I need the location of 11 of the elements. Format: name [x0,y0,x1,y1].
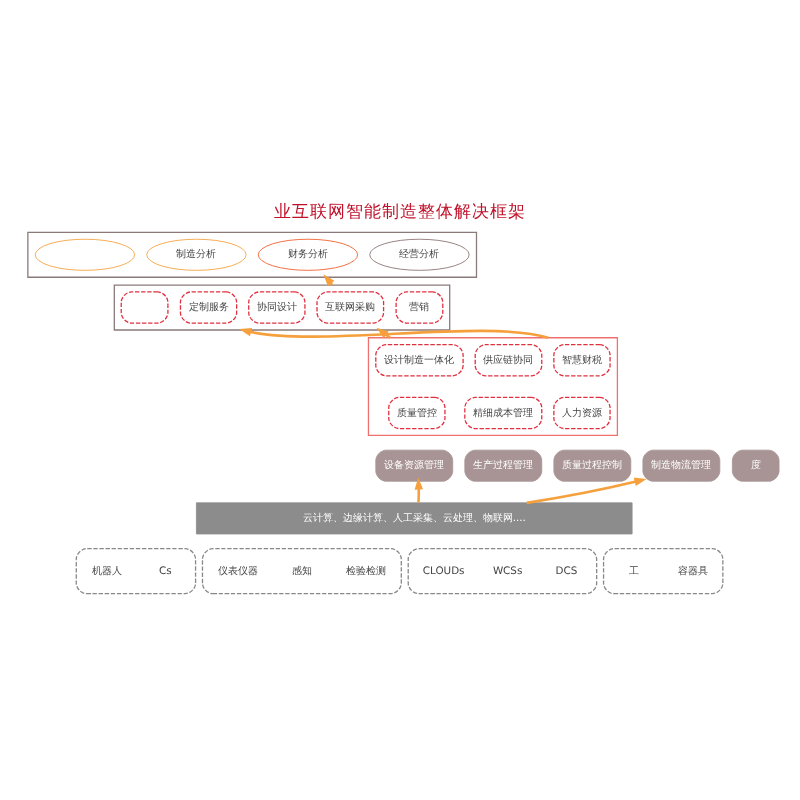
cluster [407,548,598,595]
cluster [75,548,197,595]
diagram-title: 业互联网智能制造整体解决框架 [274,202,526,223]
node-box [120,291,169,324]
node-ellipse [34,238,136,271]
arrow [414,477,424,503]
cluster [27,231,478,278]
cluster [113,284,451,331]
cluster [602,548,724,595]
cluster [367,337,619,437]
cluster [201,548,402,595]
